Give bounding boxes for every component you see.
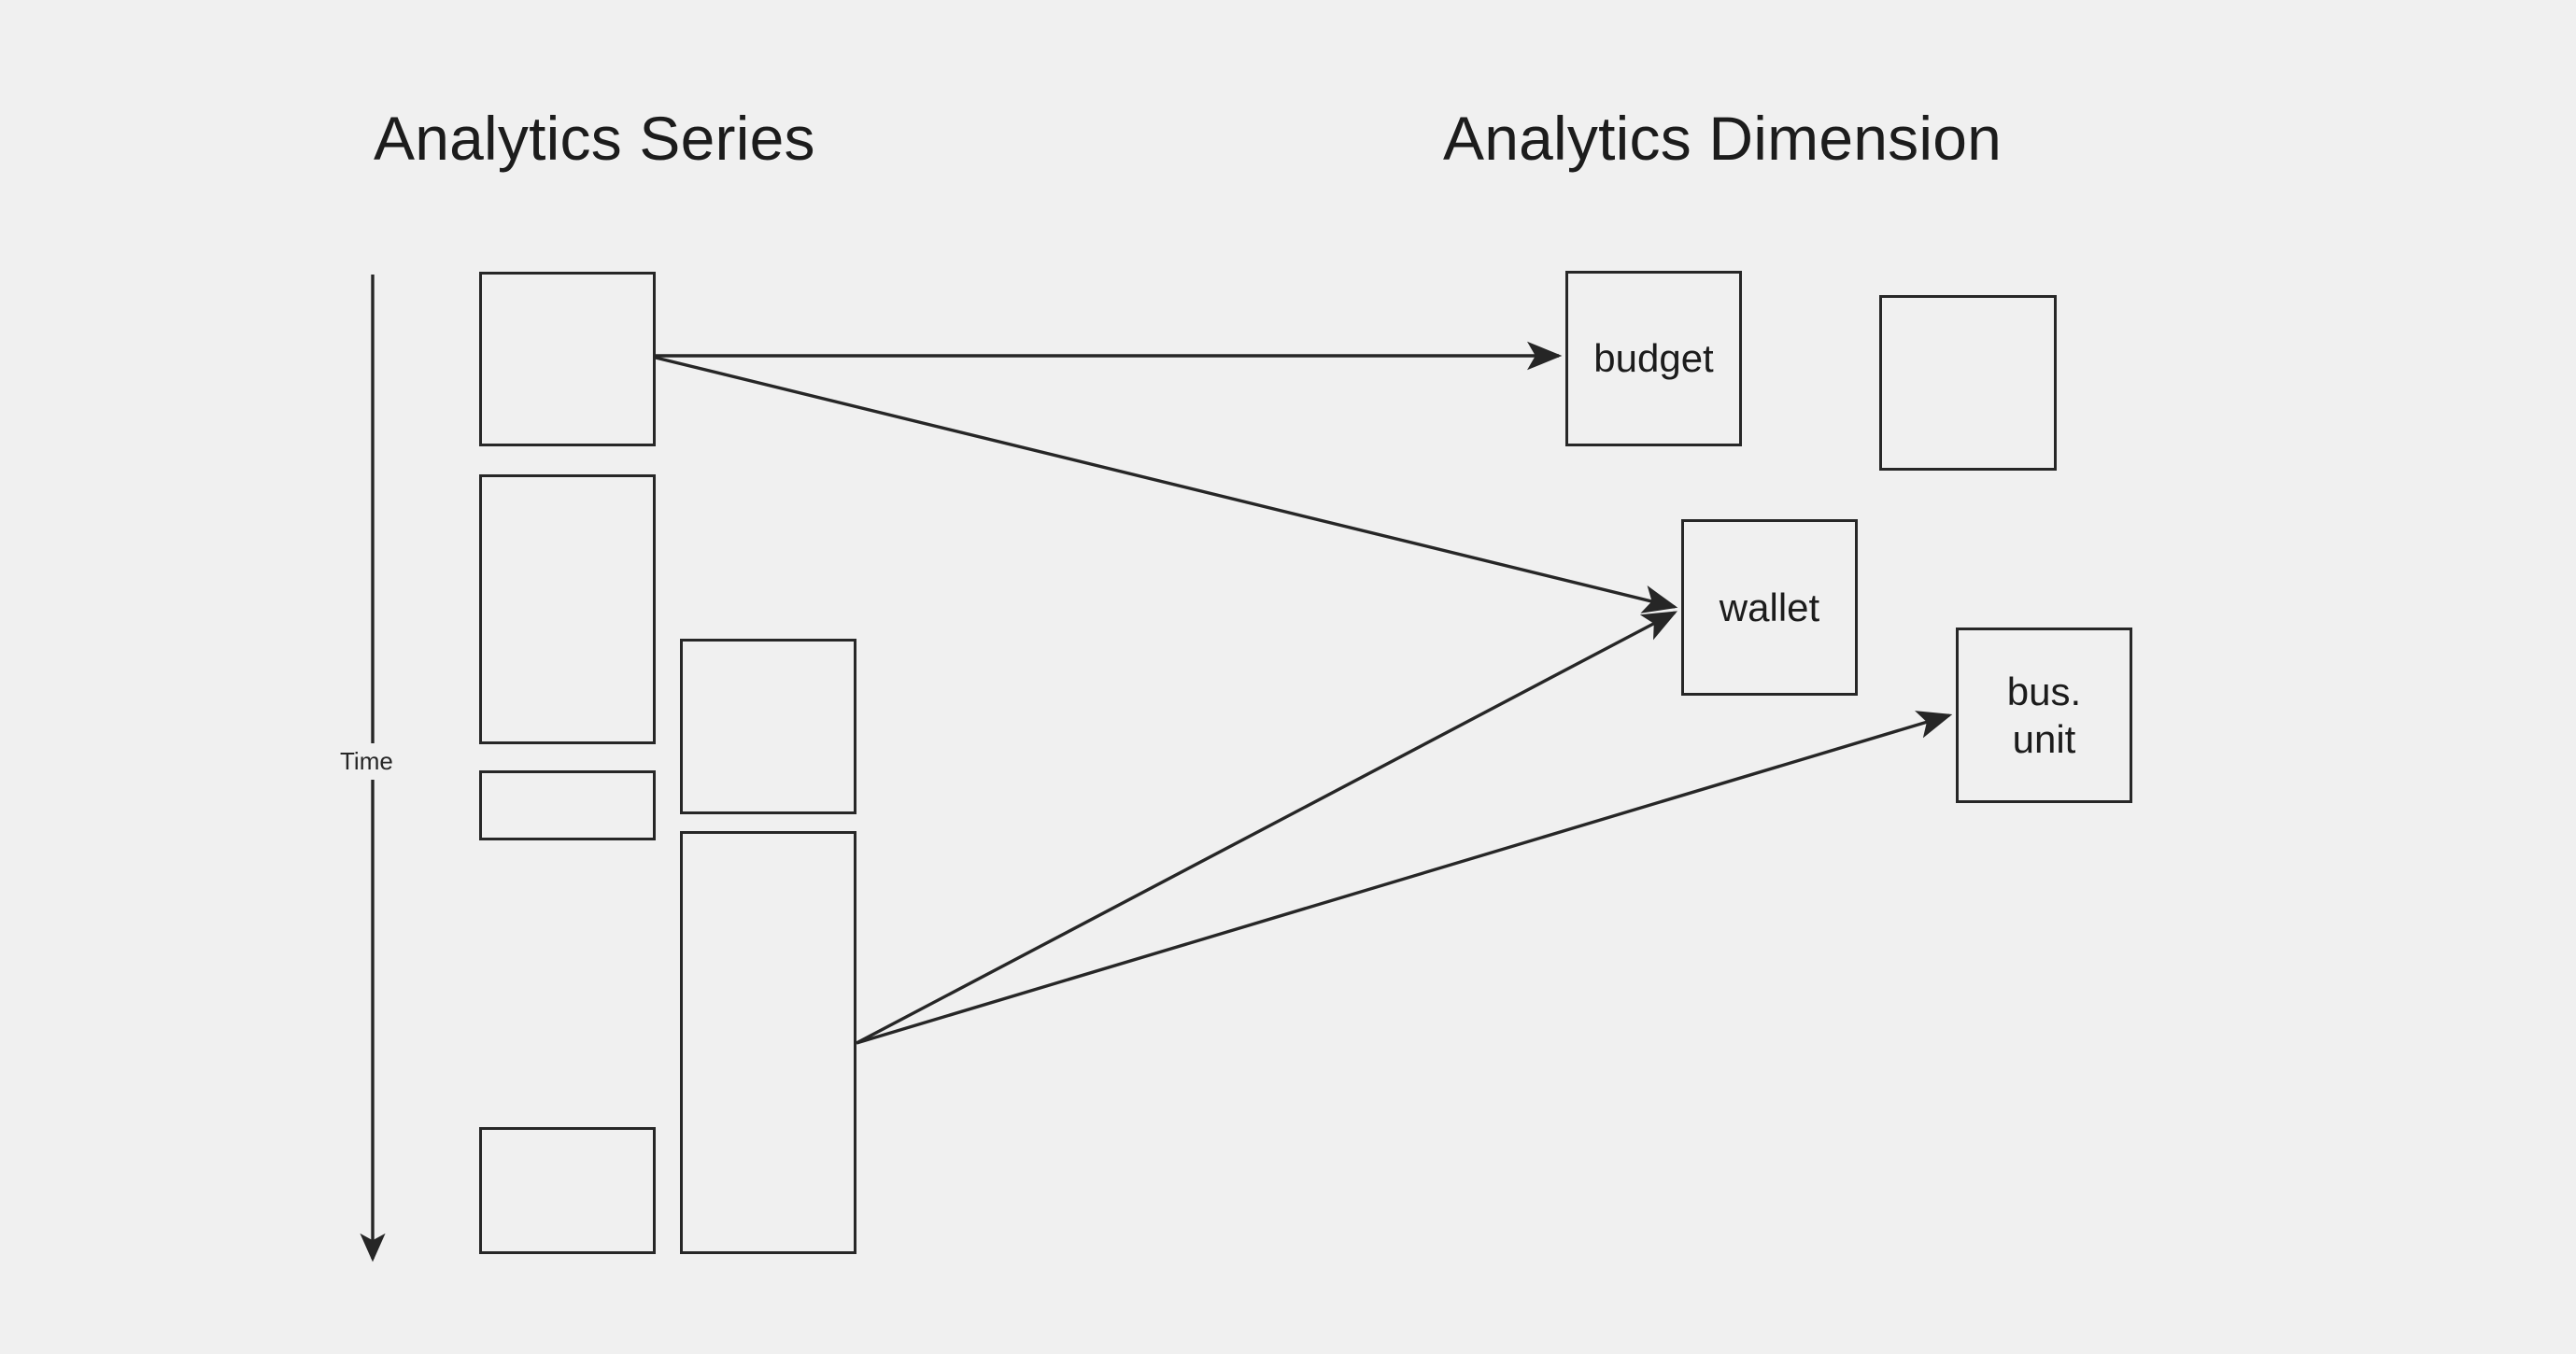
series-node-s4-empty[interactable] <box>479 1127 656 1254</box>
dimension-node-d4-bus-unit[interactable]: bus. unit <box>1956 628 2132 803</box>
dimension-node-d2-empty[interactable] <box>1879 295 2057 471</box>
dimension-node-label: budget <box>1593 336 1714 381</box>
dimension-node-label: wallet <box>1719 585 1820 629</box>
series-node-s5-empty[interactable] <box>680 639 856 814</box>
series-node-s3-empty[interactable] <box>479 770 656 840</box>
edge-s1-to-d3 <box>655 356 1678 614</box>
time-axis-label: Time <box>334 743 399 780</box>
series-node-s2-empty[interactable] <box>479 474 656 744</box>
dimension-node-d1-budget[interactable]: budget <box>1565 271 1742 446</box>
column-title-analytics-dimension: Analytics Dimension <box>1443 104 2003 173</box>
series-node-s1-empty[interactable] <box>479 272 656 446</box>
column-title-analytics-series: Analytics Series <box>374 104 815 173</box>
edge-s6-to-d4 <box>856 711 1953 1045</box>
dimension-node-d3-wallet[interactable]: wallet <box>1681 519 1858 696</box>
edge-s6-to-d3 <box>856 611 1678 1045</box>
series-node-s6-empty[interactable] <box>680 831 856 1254</box>
edges-group <box>655 341 1953 1045</box>
dimension-node-label: bus. unit <box>2006 669 2082 761</box>
